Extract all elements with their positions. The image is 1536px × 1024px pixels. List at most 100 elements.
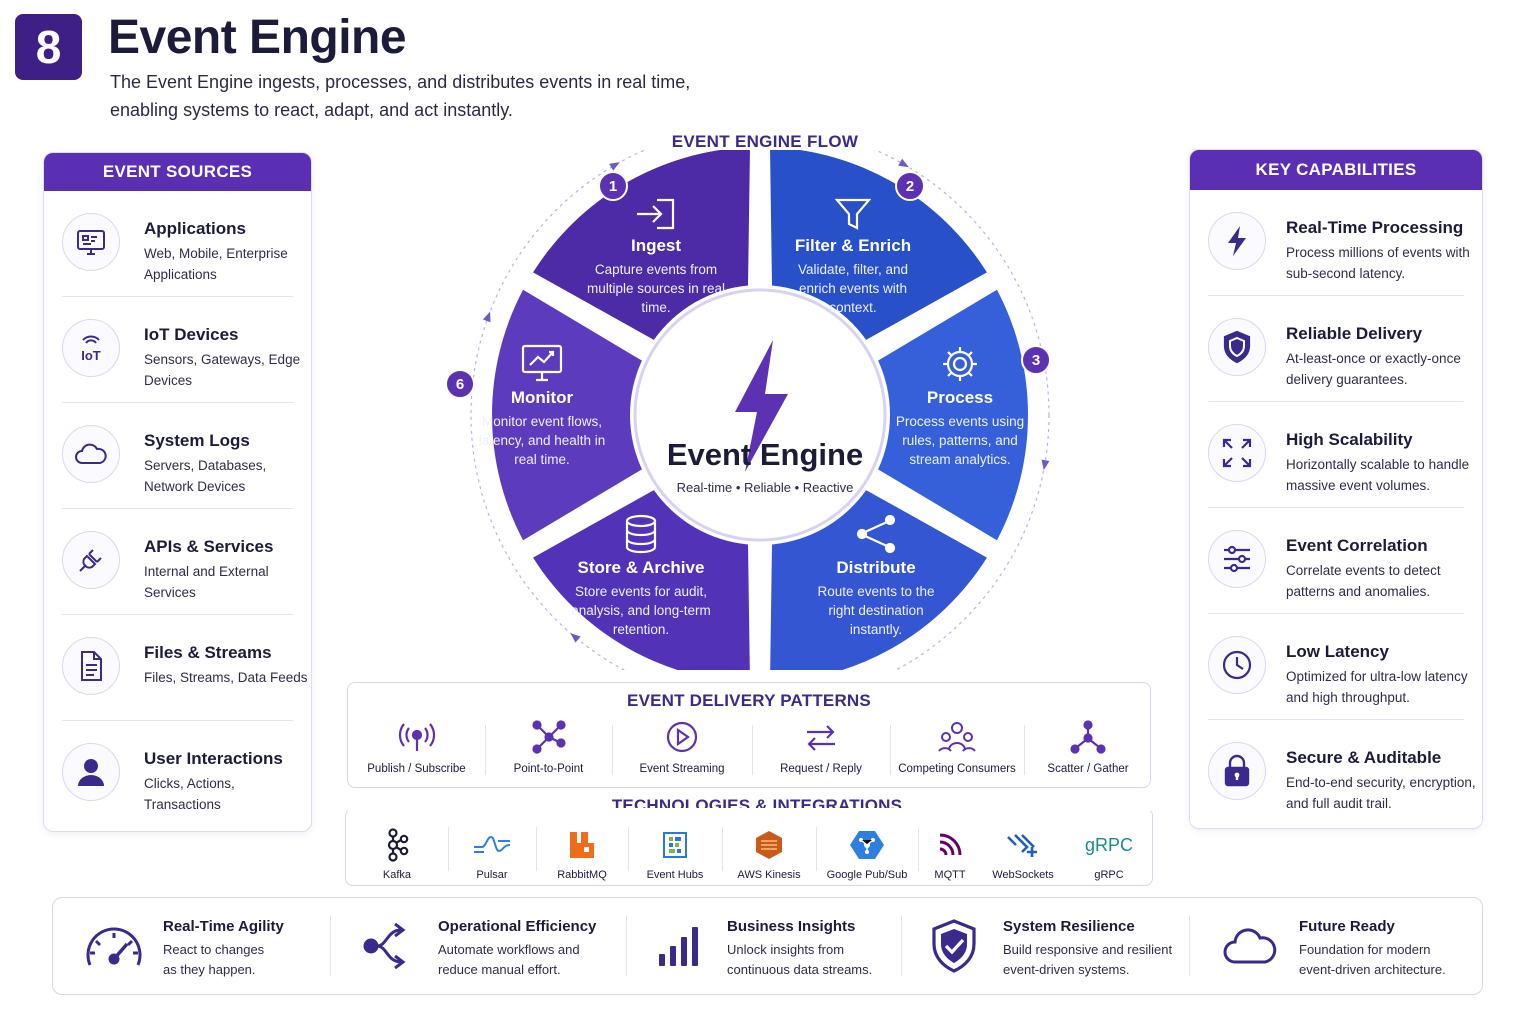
sliders-icon	[1208, 530, 1266, 588]
divider	[816, 827, 817, 871]
websockets-icon	[982, 827, 1064, 863]
tech-google-pubsub: Google Pub/Sub	[816, 827, 918, 887]
source-title: System Logs	[144, 431, 250, 450]
delivery-patterns-box: EVENT DELIVERY PATTERNS Publish / Subscr…	[347, 682, 1151, 788]
capability-event-correlation: Event Correlation Correlate events to de…	[1190, 508, 1482, 614]
tech-label: WebSockets	[992, 869, 1054, 881]
tech-label: gRPC	[1094, 869, 1124, 881]
source-files-streams: Files & Streams Files, Streams, Data Fee…	[44, 615, 311, 721]
capability-desc: End-to-end security, encryption, and ful…	[1286, 775, 1476, 811]
step-number-1: 1	[598, 171, 628, 201]
benefit-title: Business Insights	[727, 918, 856, 935]
divider	[62, 508, 293, 509]
benefit-desc: Foundation for modern event-driven archi…	[1299, 942, 1446, 977]
bar-chart-icon	[643, 916, 713, 976]
segment-desc: Monitor event flows, latency, and health…	[478, 414, 606, 467]
login-icon	[575, 196, 737, 232]
pattern-request-reply: Request / Reply	[752, 719, 890, 781]
source-desc: Sensors, Gateways, Edge Devices	[144, 352, 301, 388]
divider	[626, 916, 627, 976]
flow-segment-store-archive	[533, 490, 750, 670]
segment-distribute: Distribute Route events to the right des…	[806, 514, 946, 639]
subtitle-line-2: enabling systems to react, adapt, and ac…	[110, 100, 513, 120]
divider	[1208, 401, 1464, 402]
kinesis-icon	[722, 827, 816, 863]
step-number-3: 3	[1021, 345, 1051, 375]
flow-segment-process	[878, 289, 1028, 541]
clock-icon	[1208, 636, 1266, 694]
capability-desc: Optimized for ultra-low latency and high…	[1286, 669, 1468, 705]
svg-text:IoT: IoT	[81, 348, 101, 363]
capability-title: Secure & Auditable	[1286, 748, 1442, 767]
step-number-2: 2	[895, 171, 925, 201]
pattern-point-to-point: Point-to-Point	[485, 719, 612, 781]
divider	[1208, 719, 1464, 720]
segment-desc: Store events for audit, analysis, and lo…	[571, 584, 711, 637]
segment-filter-enrich: Filter & Enrich Validate, filter, and en…	[778, 196, 928, 317]
divider	[1208, 507, 1464, 508]
tech-pulsar: Pulsar	[448, 827, 536, 887]
step-badge: 8	[15, 14, 82, 80]
segment-desc: Validate, filter, and enrich events with…	[797, 262, 909, 315]
center-bolt-icon	[735, 340, 788, 472]
divider	[448, 827, 449, 871]
source-iot-devices: IoT IoT Devices Sensors, Gateways, Edge …	[44, 297, 311, 403]
source-desc: Internal and External Services	[144, 564, 269, 600]
source-title: Files & Streams	[144, 643, 272, 662]
monitor-icon	[62, 213, 120, 271]
divider	[62, 296, 293, 297]
source-title: Applications	[144, 219, 247, 238]
tech-label: MQTT	[934, 869, 966, 881]
divider	[485, 725, 486, 775]
nodes-icon	[485, 719, 612, 755]
database-icon	[566, 514, 716, 554]
segment-title: Ingest	[630, 236, 682, 255]
group-icon	[890, 719, 1024, 755]
pubsub-icon	[816, 827, 918, 863]
tech-event-hubs: Event Hubs	[628, 827, 722, 887]
rabbitmq-icon	[536, 827, 628, 863]
tech-kafka: Kafka	[346, 827, 448, 887]
segment-desc: Capture events from multiple sources in …	[586, 262, 726, 315]
divider	[1189, 916, 1190, 976]
pattern-label: Request / Reply	[780, 763, 862, 775]
expand-icon	[1208, 424, 1266, 482]
capability-title: Real-Time Processing	[1286, 218, 1464, 237]
benefit-real-time-agility: Real-Time Agility React to changes as th…	[79, 898, 349, 994]
play-icon	[612, 719, 752, 755]
event-sources-title: EVENT SOURCES	[44, 153, 311, 191]
flow-wheel	[470, 150, 1050, 670]
broadcast-icon	[348, 719, 485, 755]
event-sources-panel: EVENT SOURCES Applications Web, Mobile, …	[43, 152, 312, 832]
capability-real-time-processing: Real-Time Processing Process millions of…	[1190, 190, 1482, 296]
segment-title: Filter & Enrich	[794, 236, 912, 255]
source-title: IoT Devices	[144, 325, 239, 344]
benefit-desc: React to changes as they happen.	[163, 942, 265, 977]
flow-segment-ingest	[533, 150, 750, 340]
tech-label: Google Pub/Sub	[826, 869, 908, 881]
flow-title: EVENT ENGINE FLOW	[671, 132, 859, 151]
benefit-operational-efficiency: Operational Efficiency Automate workflow…	[354, 898, 624, 994]
step-number-6: 6	[445, 369, 475, 399]
source-title: APIs & Services	[144, 537, 274, 556]
flow-direction-arrow	[609, 162, 620, 171]
capability-title: Event Correlation	[1286, 536, 1428, 555]
event-hubs-icon	[628, 827, 722, 863]
branch-icon	[354, 916, 424, 976]
share-icon	[806, 514, 946, 554]
segment-ingest: Ingest Capture events from multiple sour…	[575, 196, 737, 317]
flow-direction-arrow	[898, 158, 909, 168]
capability-secure-auditable: Secure & Auditable End-to-end security, …	[1190, 720, 1482, 826]
center-title: Event Engine	[666, 437, 864, 472]
bolt-icon	[1208, 212, 1266, 270]
capability-low-latency: Low Latency Optimized for ultra-low late…	[1190, 614, 1482, 720]
divider	[62, 614, 293, 615]
capabilities-title: KEY CAPABILITIES	[1190, 150, 1482, 190]
capability-desc: Process millions of events with sub-seco…	[1286, 245, 1470, 281]
divider	[722, 827, 723, 871]
source-desc: Web, Mobile, Enterprise Applications	[144, 246, 288, 282]
subtitle-line-1: The Event Engine ingests, processes, and…	[110, 72, 691, 92]
capability-title: Low Latency	[1286, 642, 1389, 661]
capability-desc: Horizontally scalable to handle massive …	[1286, 457, 1470, 493]
lock-icon	[1208, 742, 1266, 800]
